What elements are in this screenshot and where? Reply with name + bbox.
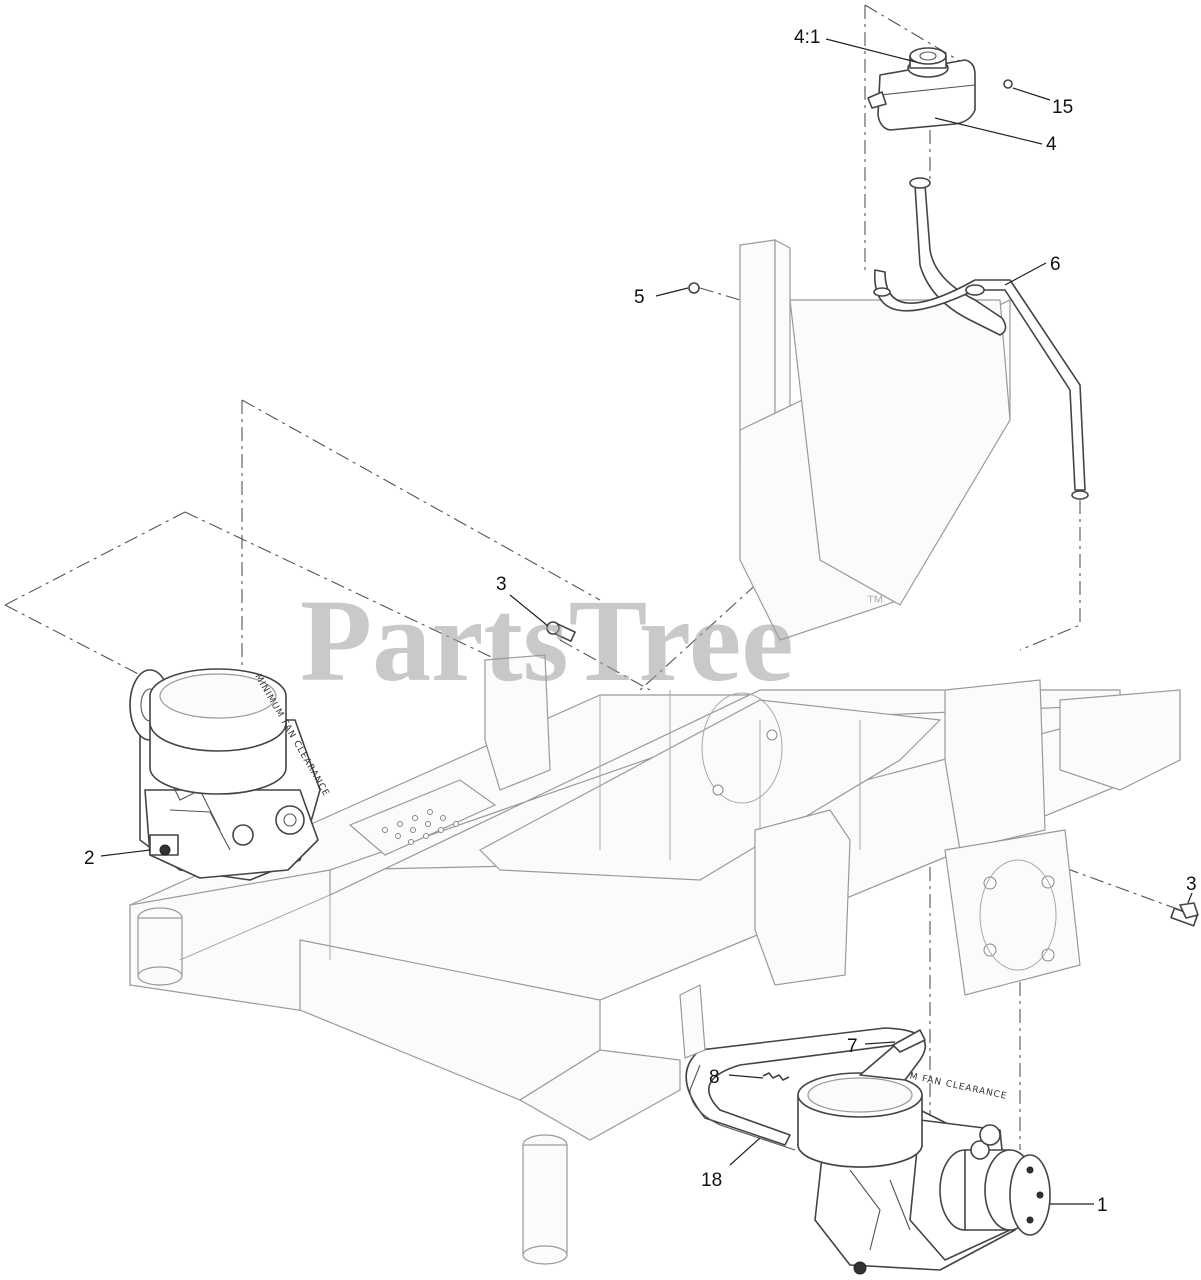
bolt-5 [688, 282, 700, 294]
watermark: PartsTree ™ [300, 575, 884, 706]
callout-4-1: 4:1 [794, 27, 820, 48]
callout-1: 1 [1097, 1195, 1108, 1216]
watermark-trademark: ™ [866, 592, 884, 612]
callout-5: 5 [634, 287, 645, 308]
callout-3-right: 3 [1186, 874, 1197, 895]
callout-8: 8 [709, 1067, 720, 1088]
footrest-dots [382, 809, 459, 845]
bolts [546, 282, 1199, 927]
callout-15: 15 [1052, 97, 1073, 118]
callout-18: 18 [701, 1170, 722, 1191]
callout-6: 6 [1050, 254, 1061, 275]
spring-8 [762, 1072, 790, 1081]
bolt-3-right [1170, 902, 1199, 927]
transmission-right: MINIMUM FAN CLEARANCE [797, 1063, 1051, 1275]
mower-frame [129, 239, 1181, 1265]
callout-4: 4 [1046, 134, 1057, 155]
callout-2: 2 [84, 848, 95, 869]
watermark-text: PartsTree [300, 575, 794, 706]
callout-7: 7 [847, 1036, 858, 1057]
hydraulic-hose [873, 177, 1089, 500]
hydraulic-reservoir [867, 47, 1013, 131]
leader-lines [100, 38, 1193, 1205]
callout-3-top: 3 [496, 574, 507, 595]
transmission-left: MINIMUM FAN CLEARANCE [129, 668, 331, 881]
bolt-3-top [546, 621, 576, 642]
callout-labels: 4:1 15 4 6 5 3 3 2 7 8 18 1 [84, 27, 1197, 1216]
idler-arm-7 [892, 1029, 926, 1053]
